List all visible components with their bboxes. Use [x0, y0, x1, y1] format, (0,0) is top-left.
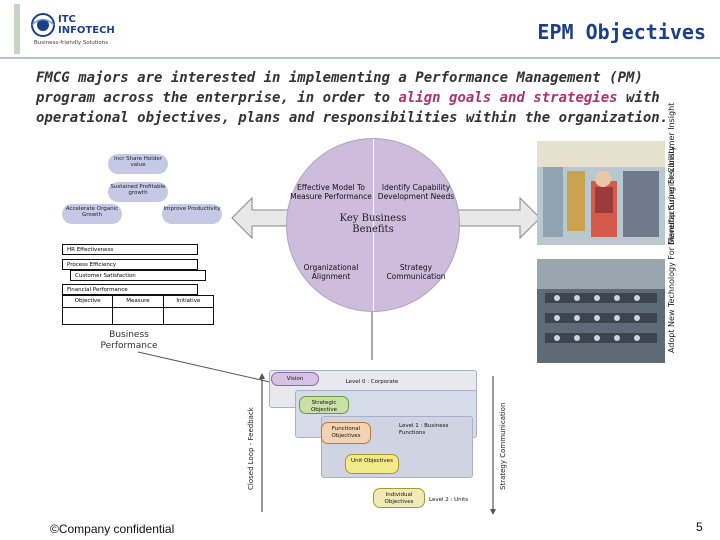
factory-photo [537, 259, 665, 363]
initiative-col: Initiative [176, 298, 201, 304]
individual-objectives-node: Individual Objectives [373, 488, 425, 508]
feedback-axis-label: Closed Loop - Feedback [247, 407, 255, 490]
communication-axis-label: Strategy Communication [499, 402, 507, 490]
objective-col: Objective [63, 296, 114, 307]
key-benefits-circle: Effective Model To Measure Performance I… [286, 138, 460, 312]
intro-paragraph: FMCG majors are interested in implementi… [36, 68, 676, 128]
confidential-footer: ©Company confidential [50, 522, 175, 536]
page-number: 5 [696, 520, 703, 534]
stack-row-financial: Financial Performance [62, 284, 198, 295]
effective-model-text: Effective Model To Measure Performance [290, 183, 372, 201]
organic-growth-node: Accelerate Organic Growth [62, 204, 122, 224]
photo-panel: Develop Superior Consumer Insight Adopt … [537, 103, 676, 363]
circle-v-divider [373, 139, 374, 311]
stack-row-customer: Customer Satisfaction [70, 270, 206, 281]
bp-to-cascade-line [137, 351, 271, 383]
alignment-text: Organizational Alignment [303, 263, 359, 281]
functional-objectives-node: Functional Objectives [321, 422, 371, 444]
capability-text: Identify Capability Development Needs [377, 183, 455, 201]
intro-text-2: with operational objectives, plans and r… [36, 90, 669, 126]
okr-table: Objective Measure Initiative [62, 295, 214, 325]
logo-icon [31, 13, 55, 37]
company-logo: ITC INFOTECH Business-friendly Solutions [30, 10, 130, 50]
header-accent-bar [14, 4, 20, 54]
stack-row-hr: HR Effectiveness [62, 244, 198, 255]
intro-text-1: FMCG majors are interested in implementi… [36, 70, 643, 106]
logo-text: ITC INFOTECH [58, 14, 115, 36]
manufacturing-flexibility-label: Adopt New Technology For Manufacturing F… [667, 145, 676, 353]
profitable-growth-node: Sustained Profitable growth [108, 182, 168, 202]
header-divider [0, 57, 720, 59]
level1-label: Level 1 : Business Functions [399, 423, 449, 436]
unit-objectives-node: Unit Objectives [345, 454, 399, 474]
level2-label: Level 2 : Units [429, 497, 469, 503]
strategic-objective-node: Strategic Objective [299, 396, 349, 414]
level0-label: Level 0 : Corporate [345, 379, 399, 385]
stack-row-process: Process Efficiency [62, 259, 198, 270]
key-benefits-title: Key Business Benefits [339, 213, 407, 235]
productivity-node: Improve Productivity [162, 204, 222, 224]
business-performance-label: Business Performance [100, 330, 158, 351]
objective-cascade: Vision Level 0 : Corporate Strategic Obj… [245, 360, 510, 522]
measure-col: Measure [113, 296, 164, 307]
shareholder-value-node: Incr Share Holder value [108, 154, 168, 174]
supermarket-photo [537, 141, 665, 245]
intro-highlight: align goals and strategies [398, 90, 618, 106]
logo-tagline: Business-friendly Solutions [34, 40, 109, 46]
communication-text: Strategy Communication [386, 263, 446, 281]
page-title: EPM Objectives [537, 20, 706, 44]
business-performance-panel: Incr Share Holder value Sustained Profit… [44, 152, 230, 352]
vision-node: Vision [271, 372, 319, 386]
